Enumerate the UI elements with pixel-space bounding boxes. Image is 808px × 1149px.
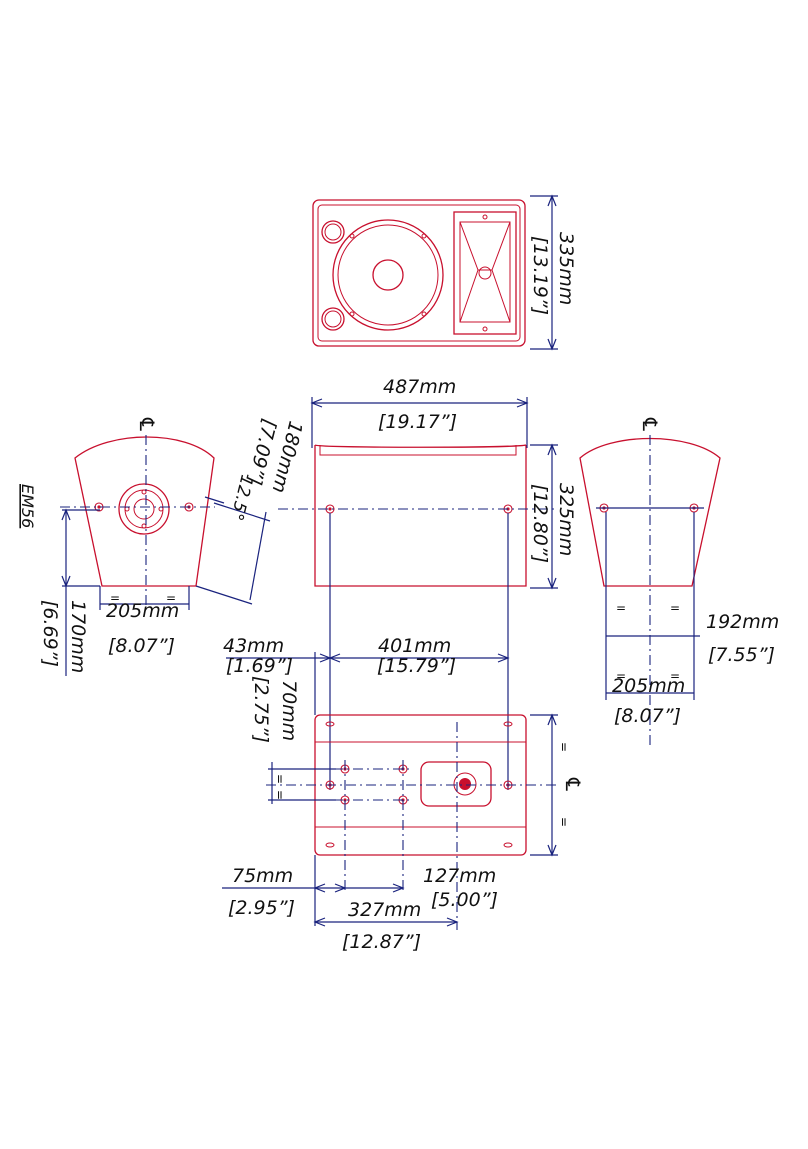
- depth-in-label: [12.80”]: [529, 484, 551, 563]
- offset-in-label: [1.69”]: [226, 655, 293, 677]
- left-side-view: ℄ 170mm [6.69”] = = 205mm [8.07”] EM56: [18, 417, 215, 676]
- right-equal-mark-1: =: [616, 601, 626, 615]
- angle-dimension: 180mm [7.09”] 12.5°: [195, 417, 306, 605]
- left-centerline-symbol: ℄: [135, 417, 159, 431]
- height-mm-label: 335mm: [555, 232, 577, 305]
- right-base-mm-label: 205mm: [612, 675, 685, 697]
- model-label: EM56: [18, 484, 37, 528]
- bottom-centerline-symbol: ℄: [561, 777, 585, 791]
- right-side-view: ℄ = = 192mm [7.55”] = = 205mm [8.07”]: [579, 417, 779, 745]
- depth-mm-label: 325mm: [555, 483, 577, 556]
- left-equal-mark-1: =: [110, 591, 120, 605]
- side-height-in-label: [6.69”]: [39, 600, 61, 667]
- span-mm-label: 401mm: [378, 635, 451, 657]
- bottom-equal-mark-2: =: [273, 790, 287, 800]
- total-in-label: [12.87”]: [342, 931, 421, 953]
- right-width-in-label: [7.55”]: [708, 644, 775, 666]
- right-width-mm-label: 192mm: [706, 611, 779, 633]
- width-in-label: [19.17”]: [378, 411, 457, 433]
- side-width-in-label: [8.07”]: [108, 635, 175, 657]
- center-in-label: [5.00”]: [431, 889, 498, 911]
- right-equal-mark-3: =: [616, 669, 626, 683]
- bottom-equal-mark-3: =: [557, 742, 571, 752]
- row-in-label: [2.75”]: [250, 676, 272, 743]
- bottom-view: = = 70mm [2.75”] = = ℄ 43mm [1.69”] 401m…: [222, 635, 585, 953]
- front-view: 335mm [13.19”]: [312, 194, 577, 351]
- right-centerline-symbol: ℄: [638, 417, 662, 431]
- total-mm-label: 327mm: [348, 899, 421, 921]
- center-mm-label: 127mm: [423, 865, 496, 887]
- left-equal-mark-2: =: [166, 591, 176, 605]
- right-equal-mark-4: =: [670, 669, 680, 683]
- side-width-mm-label: 205mm: [106, 600, 179, 622]
- offset-mm-label: 43mm: [223, 635, 284, 657]
- top-view: 487mm [19.17”] 325mm [12.80”]: [278, 376, 577, 790]
- bottom-equal-mark-4: =: [557, 817, 571, 827]
- right-equal-mark-2: =: [670, 601, 680, 615]
- height-in-label: [13.19”]: [529, 236, 551, 315]
- bottom-equal-mark-1: =: [273, 774, 287, 784]
- span-in-label: [15.79”]: [377, 655, 456, 677]
- hole-mm-label: 75mm: [232, 865, 293, 887]
- row-mm-label: 70mm: [278, 680, 300, 741]
- hole-in-label: [2.95”]: [228, 897, 295, 919]
- side-height-mm-label: 170mm: [67, 600, 89, 673]
- right-base-in-label: [8.07”]: [614, 705, 681, 727]
- width-mm-label: 487mm: [383, 376, 456, 398]
